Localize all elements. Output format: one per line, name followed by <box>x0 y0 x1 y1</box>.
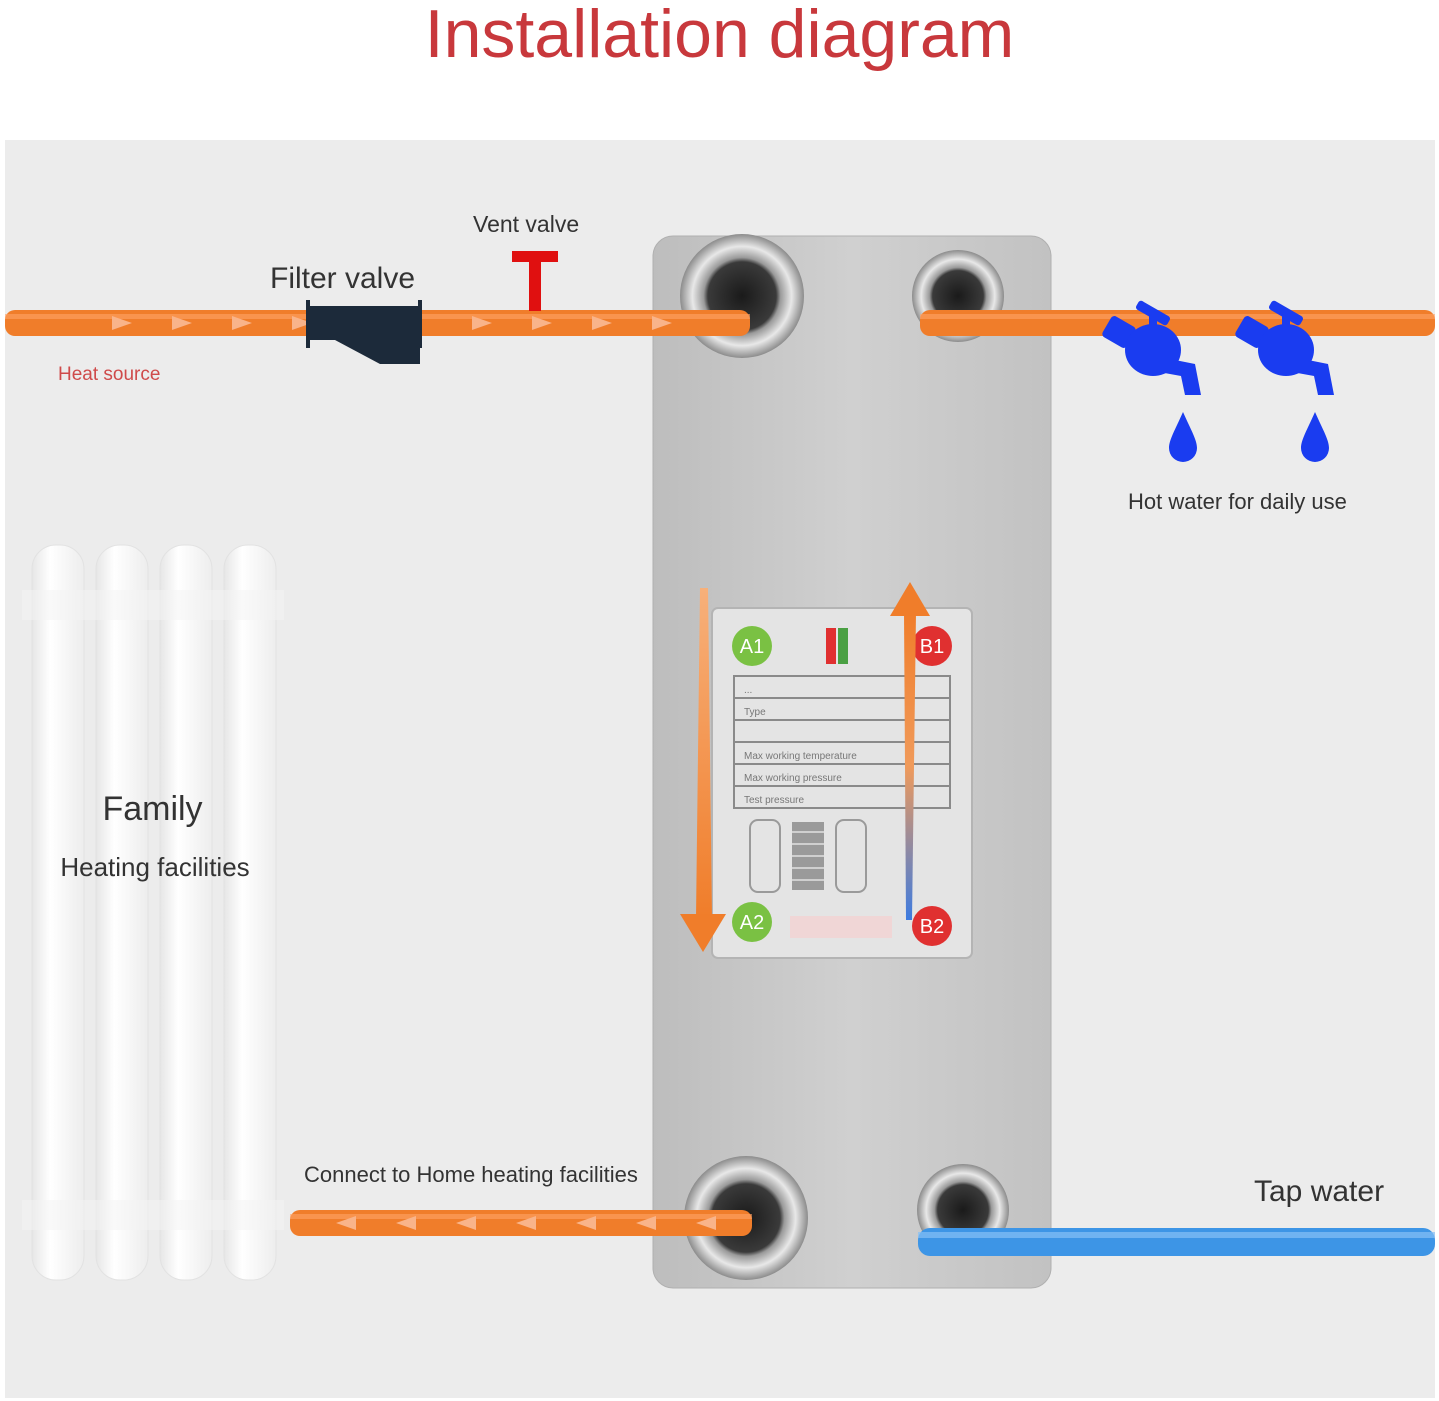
port-label-b1: B1 <box>920 636 944 658</box>
flow-arrow-icon <box>680 588 726 952</box>
connect-home-heating-label: Connect to Home heating facilities <box>304 1162 638 1187</box>
hot-water-label: Hot water for daily use <box>1128 489 1347 514</box>
radiator-icon <box>22 544 284 1281</box>
nameplate: ... Type Max working temperature Max wor… <box>711 607 973 959</box>
filter-valve-icon <box>306 300 422 364</box>
flow-arrow-icon <box>112 316 672 330</box>
water-drop-icon <box>1169 412 1329 462</box>
filter-valve-label: Filter valve <box>270 262 416 295</box>
flow-arrow-icon <box>336 1216 716 1230</box>
nameplate-row: Type <box>744 707 766 718</box>
vent-valve-icon <box>512 251 558 311</box>
port-label-b2: B2 <box>920 916 944 938</box>
hot-water-pipe <box>920 310 1435 336</box>
vent-valve-label: Vent valve <box>473 211 580 237</box>
tap-water-label: Tap water <box>1254 1175 1385 1208</box>
family-label: Family <box>102 790 203 828</box>
port-label-a2: A2 <box>740 912 764 934</box>
faucet-icon <box>1102 300 1334 395</box>
nameplate-row: Test pressure <box>744 795 804 806</box>
tap-water-pipe <box>918 1228 1435 1256</box>
nameplate-row: Max working pressure <box>744 773 842 784</box>
heat-source-label: Heat source <box>58 364 161 385</box>
page-title: Installation diagram <box>424 0 1015 72</box>
heating-facilities-label: Heating facilities <box>60 852 250 882</box>
nameplate-row: Max working temperature <box>744 751 857 762</box>
port-a1 <box>680 234 804 358</box>
port-label-a1: A1 <box>740 636 764 658</box>
nameplate-row: ... <box>744 685 752 696</box>
flow-arrow-icon <box>890 582 930 920</box>
